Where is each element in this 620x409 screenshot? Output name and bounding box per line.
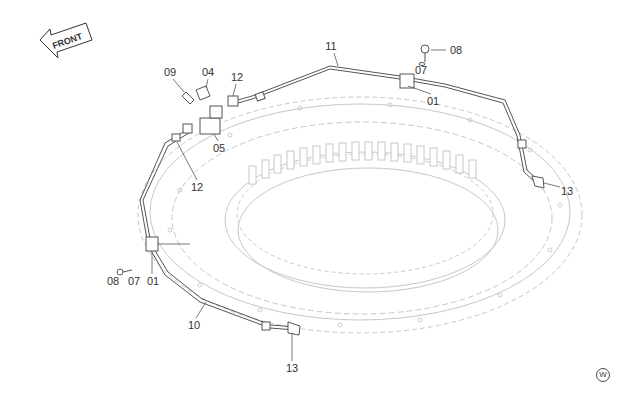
fittings	[117, 45, 544, 335]
callout-number: 13	[286, 363, 298, 374]
callout-number: 09	[164, 67, 176, 78]
gear-teeth	[249, 142, 476, 184]
callout-number: 01	[147, 276, 159, 287]
callout-number: 01	[427, 96, 439, 107]
front-arrow	[40, 23, 92, 58]
bolt-holes	[168, 103, 562, 327]
stamp-circle	[597, 369, 610, 382]
callout-number: 08	[450, 45, 462, 56]
stamp-letter: W	[599, 371, 607, 379]
leader-lines	[152, 50, 560, 361]
callout-number: 05	[213, 143, 225, 154]
callout-number: 07	[128, 276, 140, 287]
callout-number: 04	[202, 67, 214, 78]
callout-number: 12	[231, 72, 243, 83]
grease-pipe	[140, 66, 538, 330]
callout-number: 08	[107, 276, 119, 287]
callout-number: 11	[325, 41, 336, 52]
callout-number: 10	[188, 320, 200, 331]
callout-number: 07	[415, 65, 427, 76]
callout-number: 13	[561, 186, 573, 197]
callout-number: 12	[191, 182, 203, 193]
